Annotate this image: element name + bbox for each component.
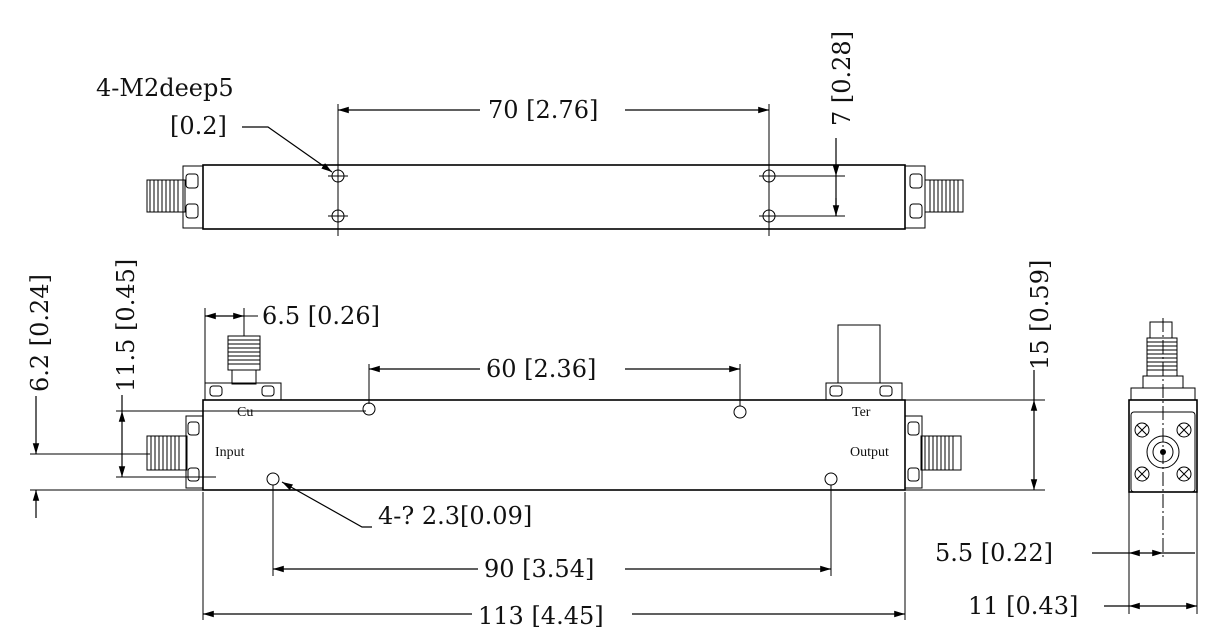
input-label: Input: [215, 445, 245, 460]
input-connector: [146, 415, 204, 489]
output-label: Output: [850, 445, 889, 460]
ter-label: Ter: [852, 405, 871, 420]
side-view: 5.5 [0.22] 11 [0.43]: [935, 318, 1198, 620]
vertical-pitch-dimension: 7 [0.28]: [828, 31, 856, 126]
coupled-height-dimension: 11.5 [0.45]: [112, 259, 140, 392]
front-view: Cu Ter Input Output 6.5 [0.26] 60 [2.36]…: [26, 259, 1054, 630]
top-view: 70 [2.76] 7 [0.28] 4-M2deep5 [0.2]: [96, 31, 964, 236]
cu-label: Cu: [237, 405, 253, 420]
thread-note: 4-M2deep5: [96, 74, 234, 102]
top-hole-spacing-dimension: 60 [2.36]: [486, 355, 596, 383]
termination-connector: [825, 324, 903, 401]
coupled-offset-dimension: 6.5 [0.26]: [262, 302, 380, 330]
threaded-holes: [328, 166, 779, 236]
thread-note-imperial: [0.2]: [170, 112, 227, 140]
flange-screws: [1134, 422, 1192, 482]
bottom-hole-spacing-dimension: 90 [3.54]: [484, 555, 594, 583]
width-dimension: 11 [0.43]: [968, 592, 1078, 620]
side-connector-nut: [1149, 321, 1173, 339]
port-height-dimension: 6.2 [0.24]: [26, 274, 54, 392]
top-right-connector: [904, 165, 964, 229]
overall-length-dimension: 113 [4.45]: [478, 602, 604, 630]
top-view-housing: [202, 164, 906, 230]
connector-offset-dimension: 5.5 [0.22]: [935, 539, 1053, 567]
top-left-connector: [146, 165, 204, 229]
coupled-port-connector: [204, 335, 282, 401]
output-connector: [904, 415, 962, 489]
front-view-housing: [202, 399, 906, 491]
mount-hole-note: 4-? 2.3[0.09]: [378, 502, 532, 530]
height-dimension: 15 [0.59]: [1026, 260, 1054, 370]
hole-spacing-dimension: 70 [2.76]: [488, 96, 598, 124]
